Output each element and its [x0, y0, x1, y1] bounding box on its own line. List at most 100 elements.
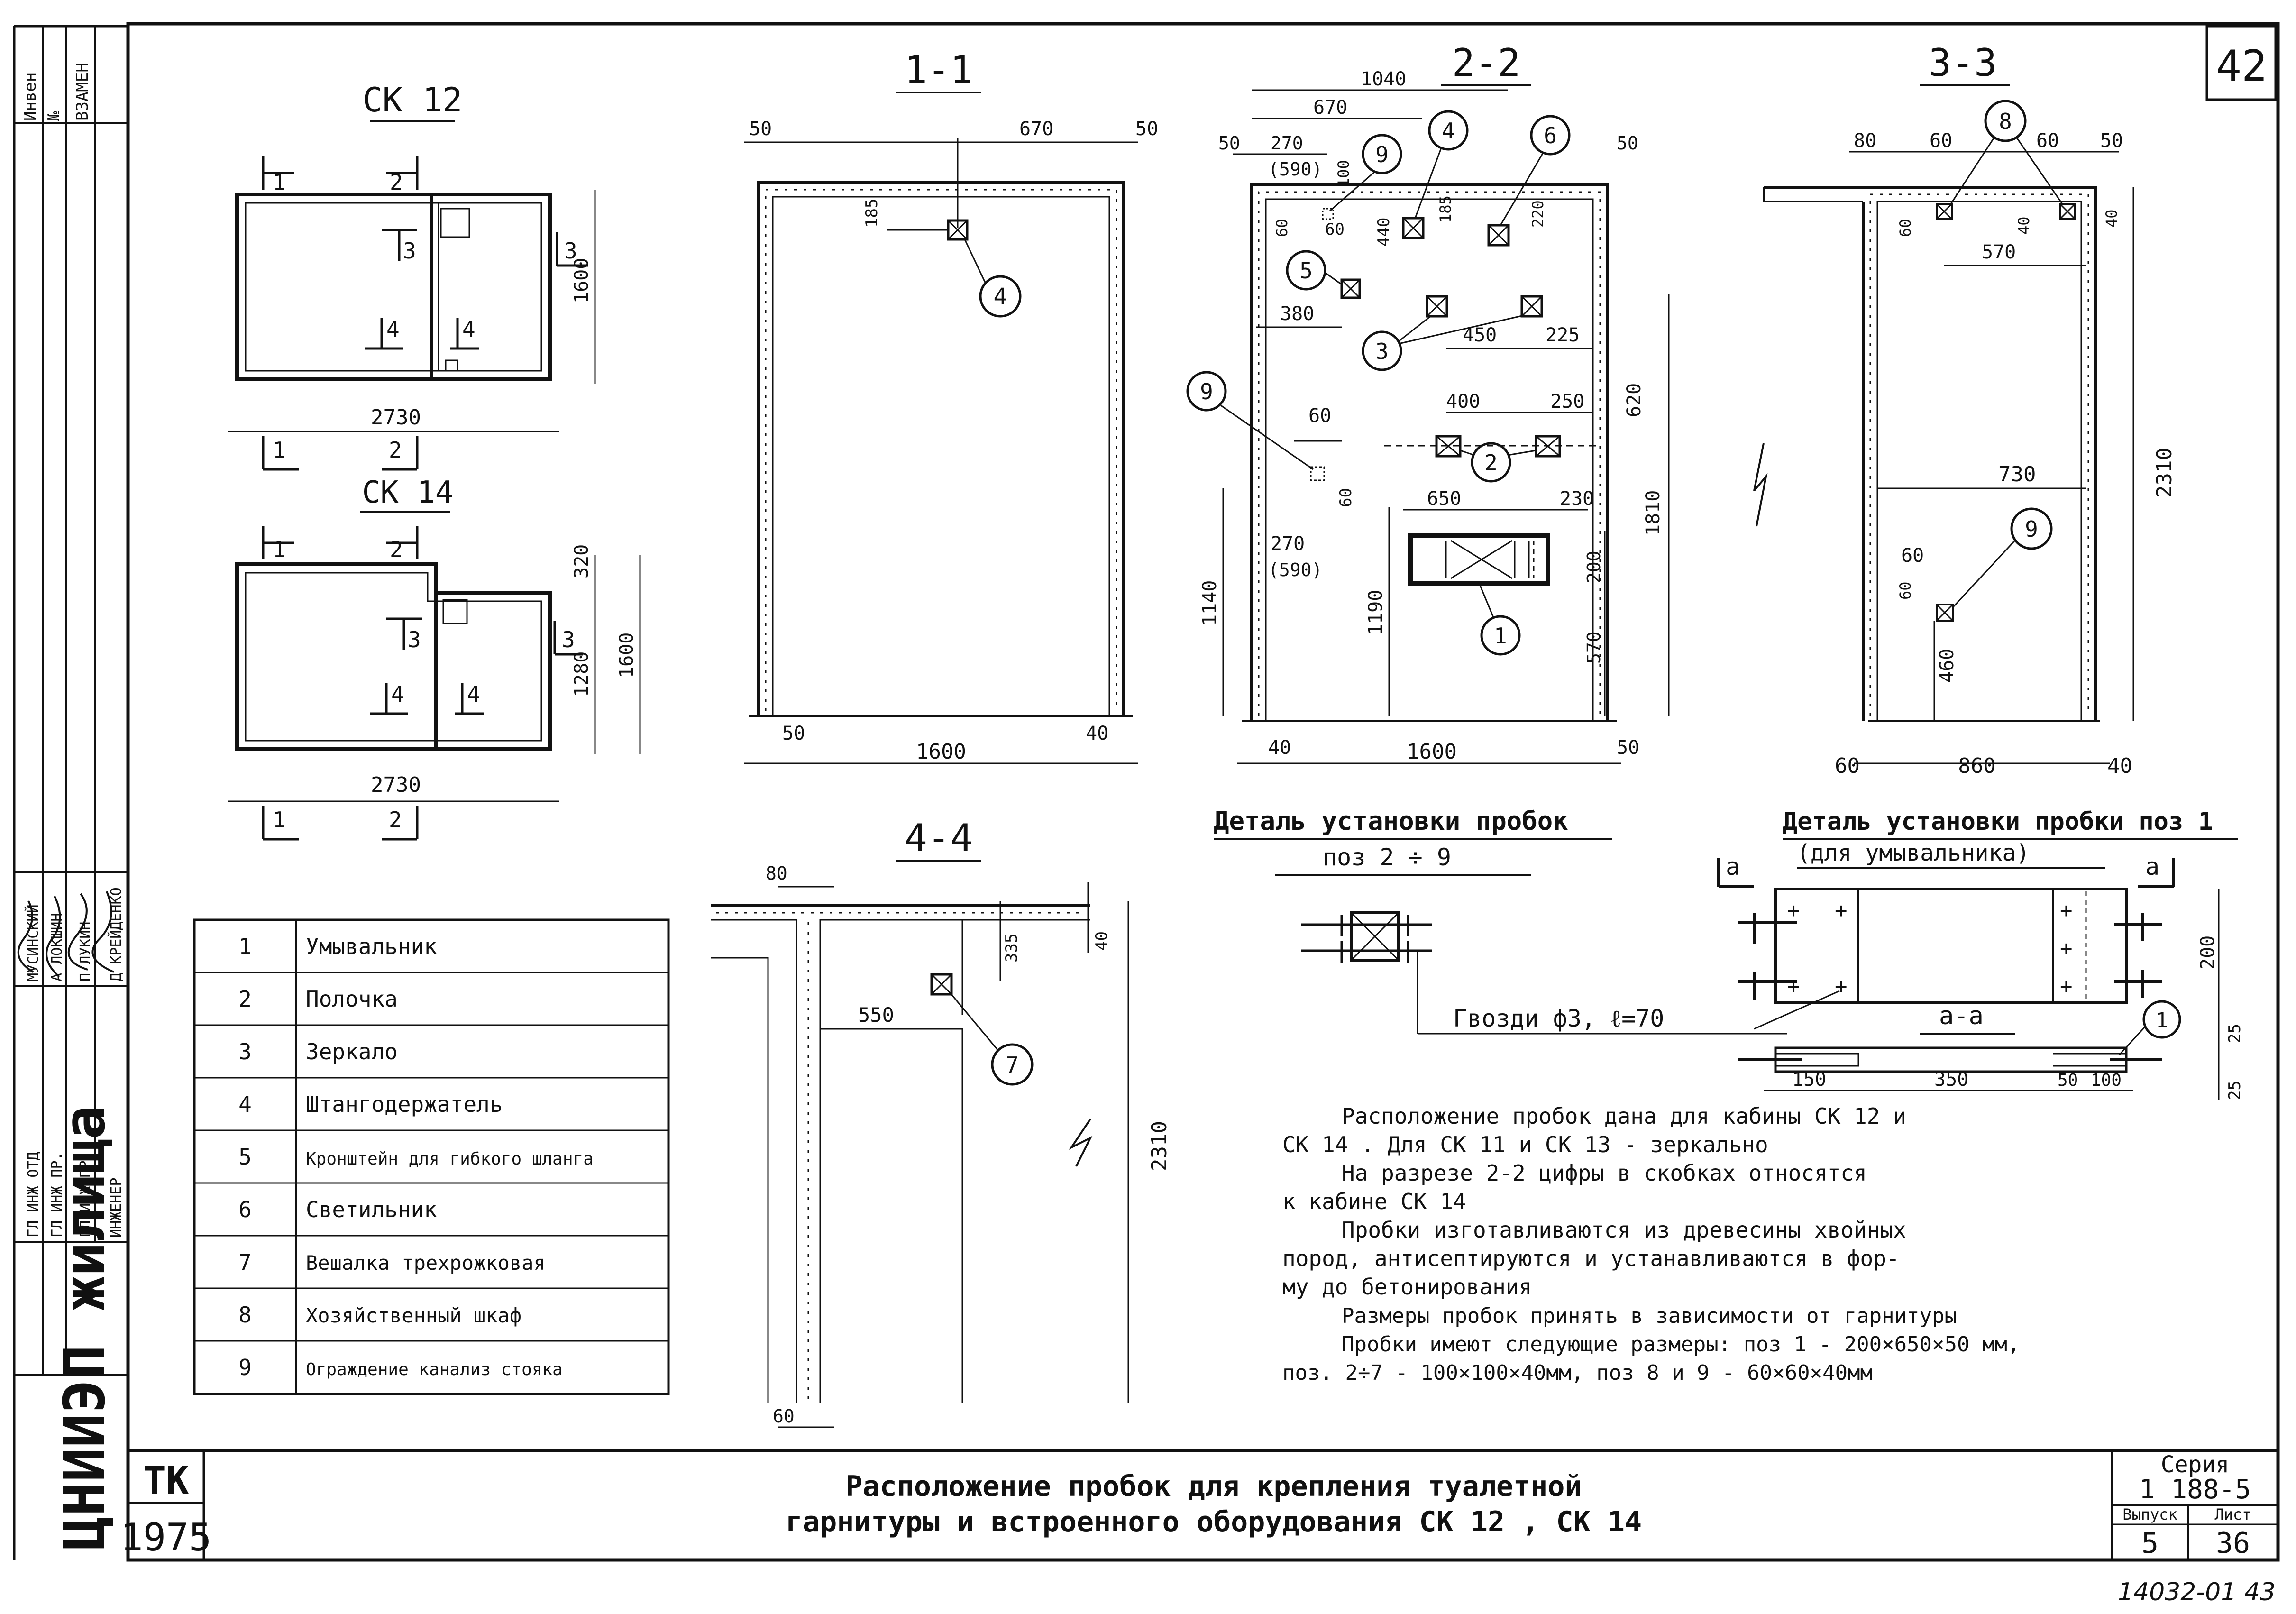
legend-num: 3 [238, 1039, 252, 1064]
aa-label: а-а [1939, 1002, 1984, 1030]
d1-dim-200: 200 [2197, 935, 2219, 970]
sheet-frame [126, 22, 2280, 1562]
s22-plug-6 [1487, 224, 1510, 247]
s44-label: 4-4 [905, 816, 973, 860]
s44-dim-335: 335 [1002, 934, 1021, 963]
s22-dim-50bot: 50 [1617, 737, 1639, 759]
s11-dim-50a: 50 [749, 118, 772, 140]
legend-row: 2 Полочка [238, 986, 398, 1012]
ck14-mark-1bot: 1 [273, 807, 286, 833]
strip-inv-label: Инвен [21, 73, 40, 121]
s22-dim-440: 440 [1374, 218, 1393, 247]
s22-plug-5 [1340, 278, 1361, 299]
s22-callout-5: 5 [1299, 258, 1313, 284]
s22-callout-1: 1 [1494, 623, 1507, 649]
s33-dim-460: 460 [1936, 649, 1958, 683]
s22-callout-9: 9 [1200, 379, 1213, 404]
s22-dim-380: 380 [1280, 303, 1314, 325]
detail-plug [1350, 911, 1400, 962]
s33-dim-570: 570 [1982, 241, 2016, 263]
ck12-mark-1bot: 1 [273, 437, 286, 463]
ck12-mark-4a: 4 [386, 316, 400, 342]
s11-dim-50b: 50 [1135, 118, 1158, 140]
s22-dim-60b: 60 [1308, 405, 1331, 427]
d1-dim-150: 150 [1792, 1069, 1826, 1091]
s22-dim-590: (590) [1268, 159, 1322, 180]
legend-name: Светильник [306, 1197, 437, 1222]
note-line: Пробки изготавливаются из древесины хвой… [1342, 1217, 1906, 1243]
aa-section [1774, 1046, 2128, 1073]
s44-dim-40: 40 [1092, 931, 1111, 951]
legend-num: 1 [238, 934, 252, 959]
plan-ck12: СК 12 1 2 3 3 4 4 1600 2730 1 2 [228, 81, 596, 471]
s44-callout-7: 7 [1006, 1052, 1019, 1078]
legend-num: 6 [238, 1197, 252, 1222]
s22-callout-9top: 9 [1375, 142, 1389, 167]
svg-text:+: + [1787, 974, 1800, 999]
ck14-mark-1top: 1 [273, 537, 286, 562]
legend-name: Хозяйственный шкаф [306, 1304, 521, 1327]
notes: Расположение пробок дана для кабины СК 1… [1282, 1103, 2020, 1385]
legend-row: 9 Ограждение канализ стояка [238, 1355, 563, 1380]
detail1-title: Деталь установки пробки поз 1 [1783, 807, 2213, 836]
legend-row: 8 Хозяйственный шкаф [238, 1302, 521, 1328]
s22-dim-590b: (590) [1268, 559, 1322, 580]
detail-subtitle: поз 2 ÷ 9 [1323, 844, 1451, 871]
legend-row: 3 Зеркало [238, 1039, 398, 1064]
note-line: СК 14 . Для СК 11 и СК 13 - зеркально [1282, 1132, 1768, 1157]
d1-dim-350: 350 [1934, 1069, 1968, 1091]
section-4-4: 4-4 80 40 335 550 7 2310 60 [711, 816, 1171, 1428]
section-2-2: 2-2 1040 670 50 270 (590) 100 60 60 440 … [1186, 41, 1670, 764]
s22-plug-9 [1310, 466, 1325, 481]
s33-callout-9: 9 [2025, 516, 2038, 542]
plan-ck14: СК 14 1 2 3 3 4 4 320 1280 1600 2730 1 [228, 475, 641, 841]
legend-row: 4 Штангодержатель [238, 1091, 503, 1117]
note-line: поз. 2÷7 - 100×100×40мм, поз 8 и 9 - 60×… [1282, 1361, 1873, 1385]
s22-dim-570: 570 [1583, 631, 1604, 664]
detail1-a-right: а [2145, 853, 2159, 880]
detail1-a-left: а [1726, 853, 1740, 880]
page-number-box [2205, 25, 2277, 101]
s11-callout-4: 4 [994, 284, 1007, 310]
s22-dim-185: 185 [1436, 195, 1454, 223]
s22-plug-3a [1426, 295, 1448, 318]
s33-dim-60b: 60 [2036, 130, 2059, 152]
note-line: Размеры пробок принять в зависимости от … [1342, 1304, 1957, 1328]
s22-dim-1600: 1600 [1407, 740, 1457, 764]
s22-callout-4: 4 [1442, 118, 1455, 144]
note-line: к кабине СК 14 [1282, 1189, 1466, 1214]
s44-dim-80: 80 [766, 863, 787, 884]
ck14-dim-h: 1600 [616, 633, 638, 678]
d1-dim-25a: 25 [2225, 1024, 2244, 1043]
s22-dim-1810: 1810 [1642, 490, 1664, 536]
detail-title: Деталь установки пробок [1214, 806, 1568, 836]
legend-num: 7 [238, 1249, 252, 1275]
ck14-mark-4a: 4 [391, 681, 404, 707]
ck14-mark-3-right: 3 [562, 627, 575, 652]
s11-dim-185: 185 [862, 199, 881, 228]
svg-text:+: + [2060, 899, 2073, 923]
s33-dim-40bot: 40 [2107, 754, 2132, 778]
legend-name: Зеркало [306, 1039, 398, 1064]
s11-dim-50bot: 50 [782, 723, 805, 744]
ck14-mark-4b: 4 [467, 681, 480, 707]
d1-dim-100: 100 [2091, 1071, 2122, 1090]
ck12-mark-3-right: 3 [564, 238, 577, 264]
s33-plug-8a [1936, 203, 1953, 220]
detail-plugs-2-9: Деталь установки пробок поз 2 ÷ 9 Гвозди… [1214, 806, 1787, 1035]
s22-dim-230: 230 [1560, 488, 1594, 510]
ck14-mark-2bot: 2 [389, 807, 402, 833]
note-line: На разрезе 2-2 цифры в скобках относятся [1342, 1160, 1867, 1186]
issue-value: 5 [2141, 1527, 2159, 1560]
s22-dim-100: 100 [1335, 160, 1353, 187]
nails-note: Гвозди ф3, ℓ=70 [1453, 1005, 1664, 1032]
s22-dim-200: 200 [1583, 550, 1604, 583]
s22-callout-2: 2 [1484, 450, 1498, 476]
legend-name: Умывальник [306, 934, 437, 959]
legend-name: Кронштейн для гибкого шланга [306, 1149, 594, 1169]
page-number: 42 [2216, 41, 2267, 91]
year-label: 1975 [120, 1515, 212, 1559]
org-name: ЦНИИЭП жилища [52, 1105, 118, 1550]
detail-plug-1: Деталь установки пробки поз 1 (для умыва… [1717, 807, 2244, 1100]
